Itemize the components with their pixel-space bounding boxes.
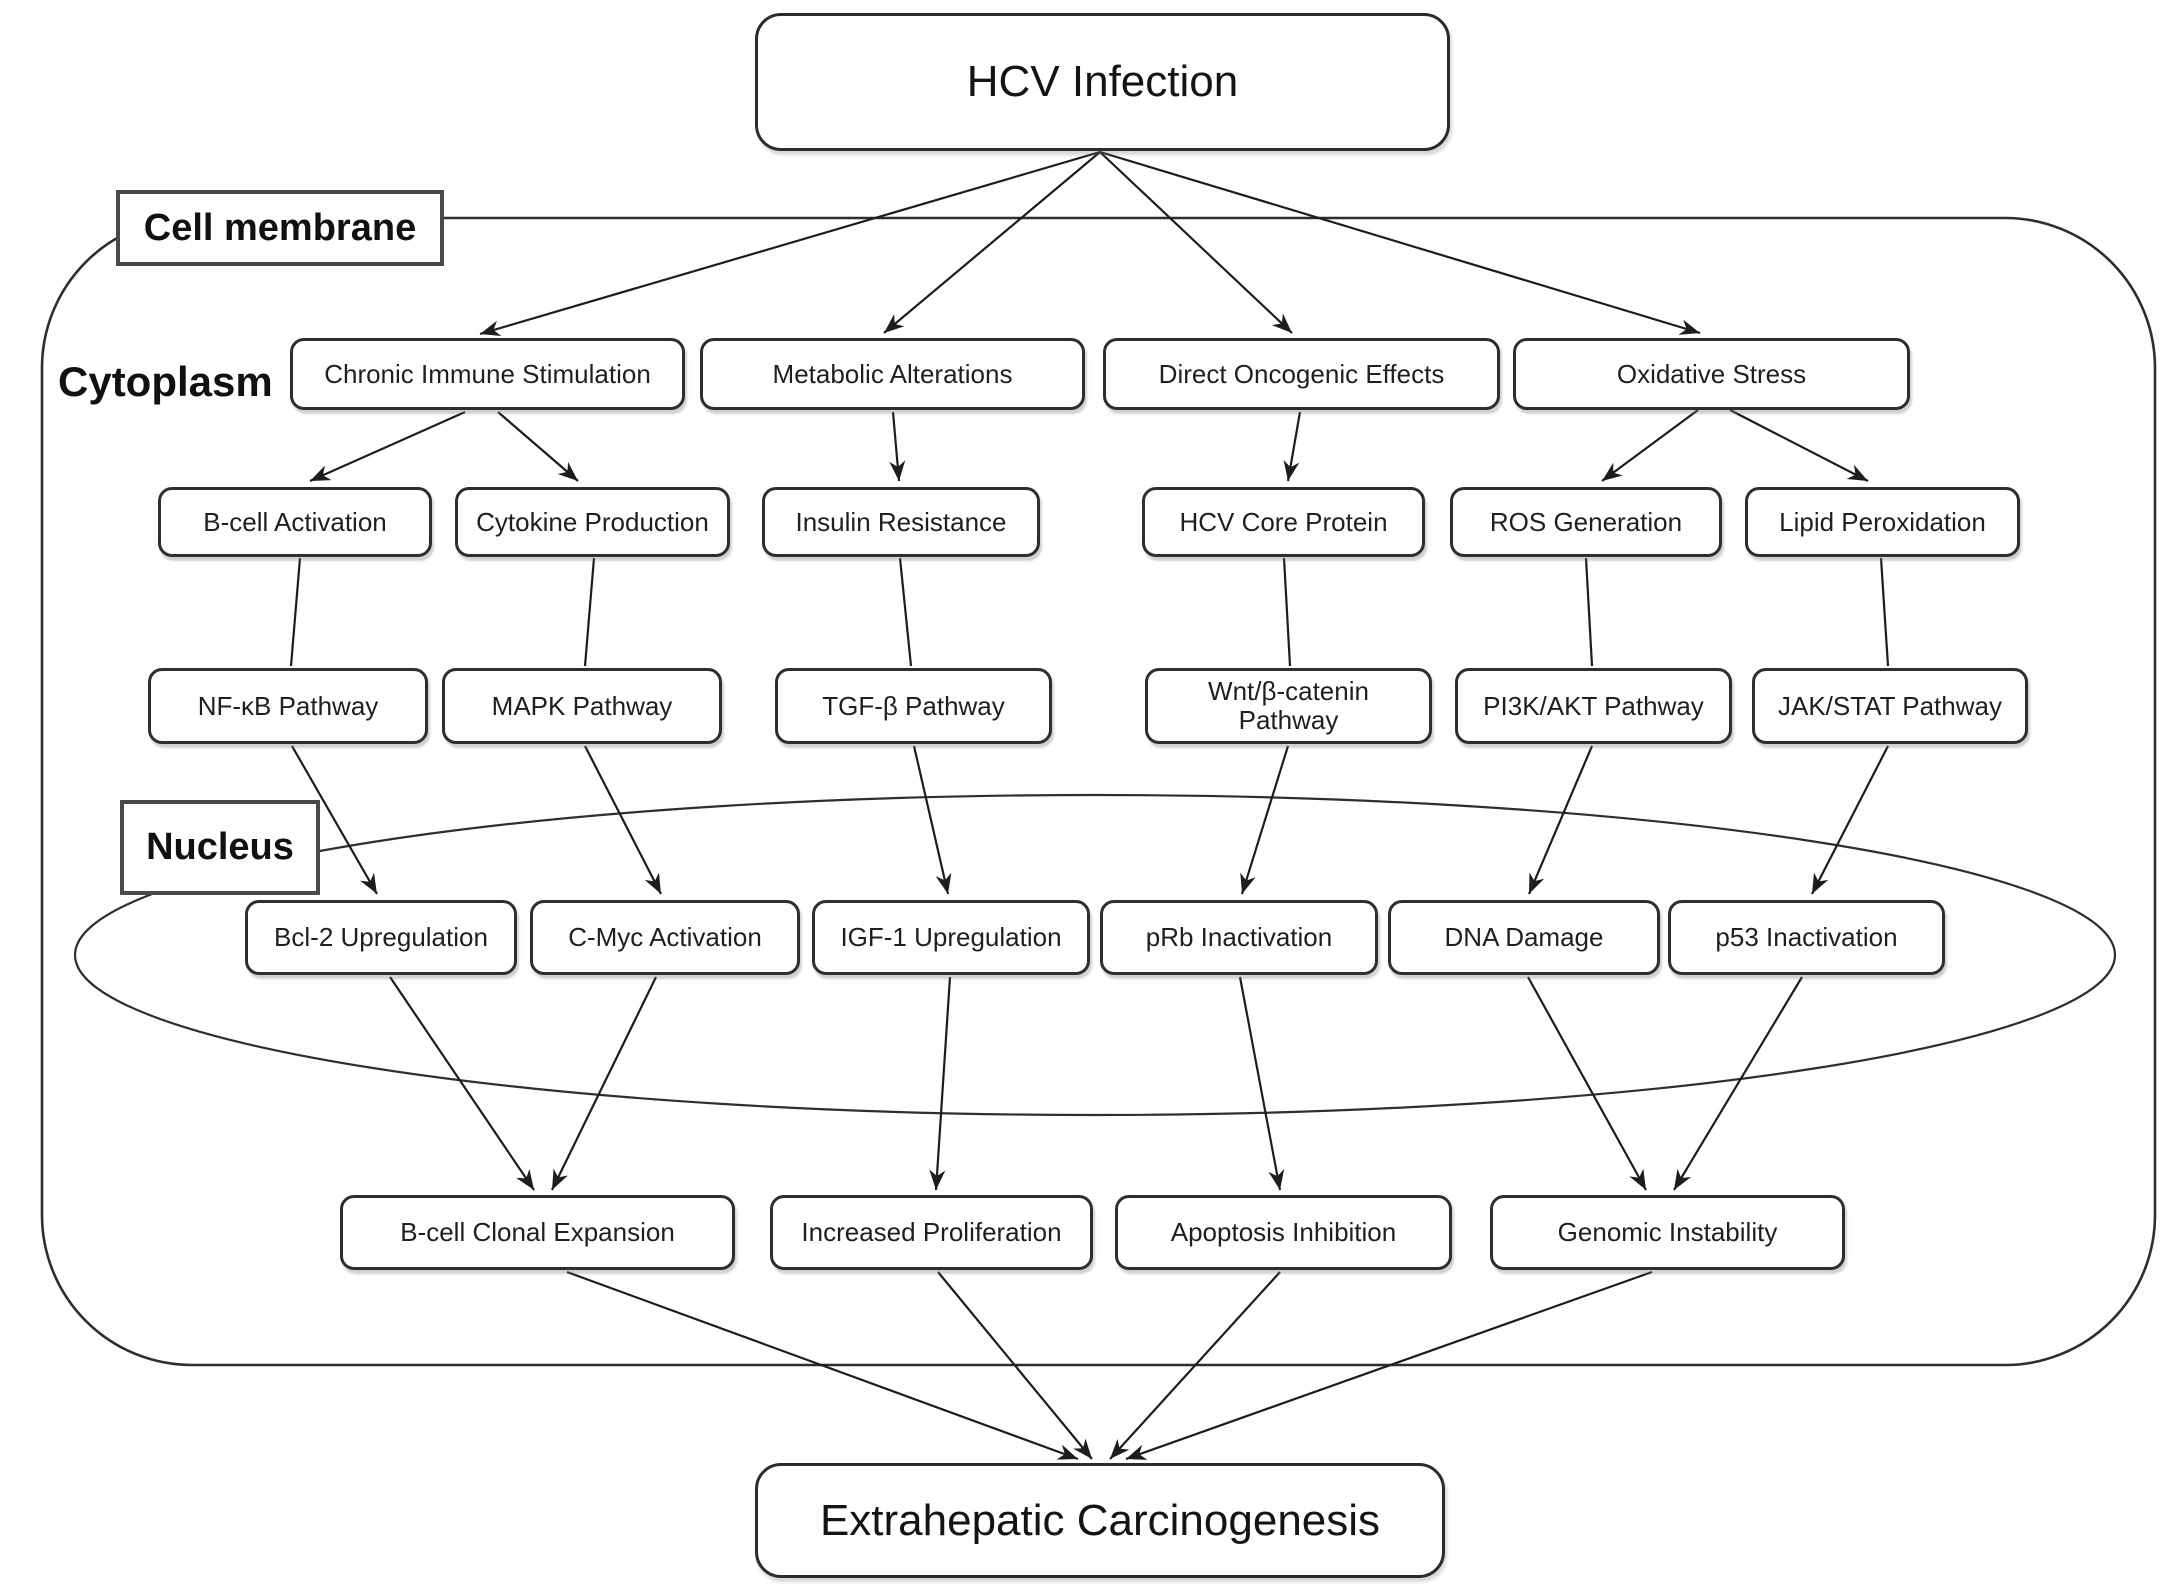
node-mapk-pathway: MAPK Pathway — [442, 668, 722, 744]
cell-membrane-label: Cell membrane — [116, 190, 444, 266]
node-dna-damage: DNA Damage — [1388, 900, 1660, 975]
edges-nuclear-events-to-outcomes — [389, 976, 1803, 1191]
edges-outcomes-to-final — [566, 1270, 1653, 1461]
node-increased-proliferation: Increased Proliferation — [770, 1195, 1093, 1270]
node-wnt-beta-catenin-pathway: Wnt/β-catenin Pathway — [1145, 668, 1432, 744]
node-insulin-resistance: Insulin Resistance — [762, 487, 1040, 557]
node-pi3k-akt-pathway: PI3K/AKT Pathway — [1455, 668, 1732, 744]
node-prb-inactivation: pRb Inactivation — [1100, 900, 1378, 975]
node-chronic-immune-stimulation: Chronic Immune Stimulation — [290, 338, 685, 410]
node-p53-inactivation: p53 Inactivation — [1668, 900, 1945, 975]
node-bcl2-upregulation: Bcl-2 Upregulation — [245, 900, 517, 975]
edges-root-to-mechanisms — [479, 150, 1701, 337]
edges-mediators-to-pathways — [289, 557, 1890, 667]
node-b-cell-clonal-expansion: B-cell Clonal Expansion — [340, 1195, 735, 1270]
node-lipid-peroxidation: Lipid Peroxidation — [1745, 487, 2020, 557]
nucleus-label: Nucleus — [120, 800, 320, 895]
node-c-myc-activation: C-Myc Activation — [530, 900, 800, 975]
node-ros-generation: ROS Generation — [1450, 487, 1722, 557]
node-igf1-upregulation: IGF-1 Upregulation — [812, 900, 1090, 975]
node-tgf-beta-pathway: TGF-β Pathway — [775, 668, 1052, 744]
node-cytokine-production: Cytokine Production — [455, 487, 730, 557]
node-apoptosis-inhibition: Apoptosis Inhibition — [1115, 1195, 1452, 1270]
nucleus-ellipse — [73, 793, 2117, 1117]
cell-membrane-outline — [40, 216, 2157, 1367]
node-jak-stat-pathway: JAK/STAT Pathway — [1752, 668, 2028, 744]
edges-pathways-to-nuclear-events — [291, 745, 1889, 895]
node-oxidative-stress: Oxidative Stress — [1513, 338, 1910, 410]
node-metabolic-alterations: Metabolic Alterations — [700, 338, 1085, 410]
cytoplasm-label: Cytoplasm — [58, 358, 273, 405]
node-nfkb-pathway: NF-κB Pathway — [148, 668, 428, 744]
node-b-cell-activation: B-cell Activation — [158, 487, 432, 557]
node-direct-oncogenic-effects: Direct Oncogenic Effects — [1103, 338, 1500, 410]
node-hcv-infection: HCV Infection — [755, 13, 1450, 151]
node-genomic-instability: Genomic Instability — [1490, 1195, 1845, 1270]
node-hcv-core-protein: HCV Core Protein — [1142, 487, 1425, 557]
node-extrahepatic-carcinogenesis: Extrahepatic Carcinogenesis — [755, 1463, 1445, 1578]
edges-mechanisms-to-mediators — [309, 409, 1869, 483]
